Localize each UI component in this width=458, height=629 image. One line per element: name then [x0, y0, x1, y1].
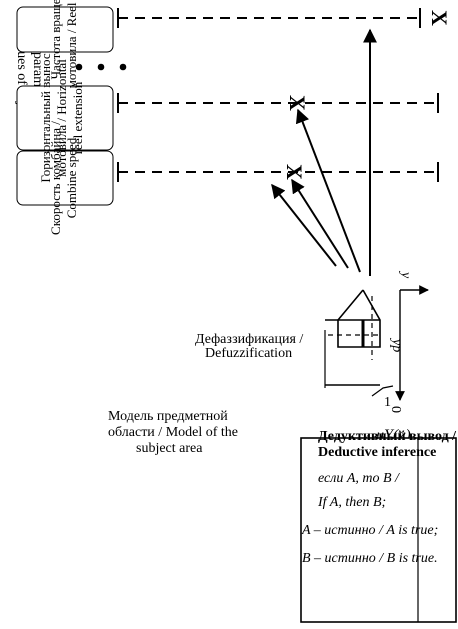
arrow-to-combine-speed — [291, 178, 349, 269]
inference-title-line2: Deductive inference — [318, 445, 436, 460]
param-reel-speed-line1: Частота вращения — [48, 0, 63, 79]
marker-reel-speed: X — [427, 10, 452, 26]
param-box-horizontal-extension — [16, 85, 114, 151]
param-combine-speed-line2: Combine speed — [64, 137, 79, 218]
arrow-to-combine-speed-2 — [271, 183, 337, 267]
graph-yp-label: yp — [389, 337, 404, 352]
param-combine-speed-line1: Скорость комбайна / — [48, 121, 63, 235]
graph-one-label: 1 — [384, 395, 391, 410]
defuzzification-graph — [324, 285, 429, 401]
param-box-combine-speed — [16, 150, 114, 206]
marker-horizontal: X — [285, 95, 310, 111]
model-label-line2: области / Model of the — [108, 425, 238, 440]
arrow-to-horizontal — [295, 108, 361, 273]
model-label-line3: subject area — [136, 441, 203, 456]
defuzz-label-line1: Дефаззификация / — [195, 332, 303, 347]
param-horizontal-line2: мотовила / Horizontal — [54, 59, 69, 177]
ellipsis-dots — [75, 63, 127, 71]
param-horizontal-line3: reel extension — [70, 81, 85, 154]
inference-a-true: A – истинно / A is true; — [301, 523, 438, 538]
defuzz-label-line2: Defuzzification — [205, 346, 292, 361]
param-horizontal-line1: Горизонтальный вынос — [38, 53, 53, 183]
inference-b-true: B – истинно / B is true. — [302, 551, 438, 566]
inference-rule-en: If A, then B; — [317, 495, 386, 510]
inference-title-line1: Дедуктивный вывод / — [318, 429, 457, 444]
marker-combine-speed: X — [282, 164, 307, 180]
graph-y-label: y — [398, 270, 413, 279]
graph-zero-label: 0 — [388, 406, 403, 413]
inference-box — [300, 437, 457, 623]
param-reel-speed-line2: мотовила / Reel speed — [64, 0, 79, 88]
model-label-line1: Модель предметной — [108, 409, 228, 424]
inference-rule-ru: если A, то B / — [318, 471, 400, 486]
param-box-reel-speed — [16, 6, 114, 53]
